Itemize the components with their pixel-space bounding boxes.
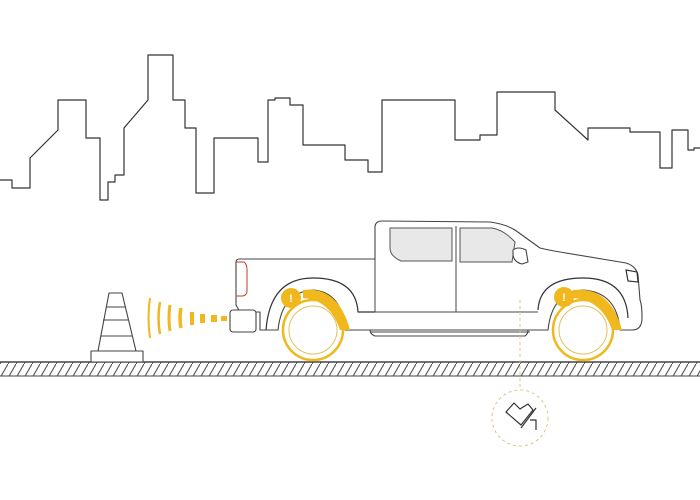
rear-window	[389, 227, 453, 262]
traffic-cone-icon	[90, 292, 144, 363]
proximity-sensor-waves-icon	[147, 297, 227, 339]
rear-wheel-sensor-zone	[303, 289, 350, 330]
side-mirror	[512, 247, 529, 265]
rear-wheel	[281, 298, 345, 362]
warning-symbol: !	[562, 292, 566, 304]
off-road-terrain-icon	[491, 389, 549, 447]
front-wheel-sensor-zone	[573, 289, 622, 330]
taillight	[236, 261, 248, 297]
rear-warning-icon: !	[281, 288, 301, 308]
city-skyline	[0, 54, 700, 201]
front-warning-icon: !	[554, 287, 574, 307]
headlight	[625, 269, 639, 283]
pickup-truck: ! !	[229, 220, 643, 362]
rear-bumper	[229, 309, 257, 333]
ground	[0, 361, 700, 377]
warning-symbol: !	[289, 293, 293, 305]
